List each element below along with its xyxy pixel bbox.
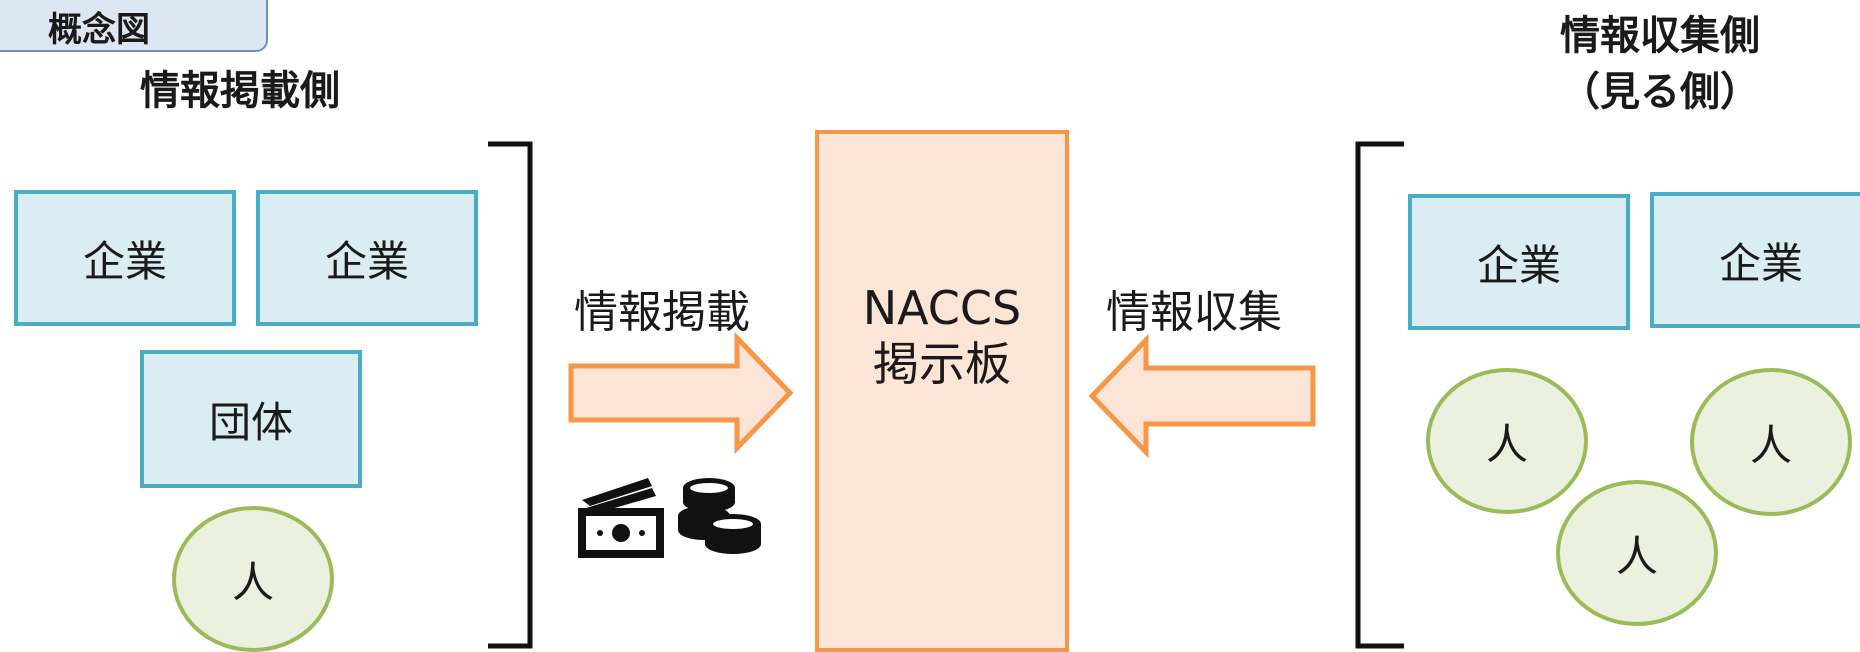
naccs-board-line2: 掲示板 — [873, 337, 1011, 391]
right-company-box-2: 企業 — [1650, 192, 1860, 328]
concept-tag — [0, 0, 268, 52]
collector-heading-line2: （見る側） — [1560, 69, 1760, 115]
left-group-box: 団体 — [140, 350, 362, 488]
right-person-circle-1: 人 — [1426, 368, 1588, 514]
post-arrow-label: 情報掲載 — [574, 287, 750, 338]
collector-heading-line1: 情報収集側 — [1560, 13, 1760, 59]
left-company-box-2: 企業 — [256, 190, 478, 326]
right-person-circle-3: 人 — [1556, 480, 1718, 626]
poster-side-heading: 情報掲載側 — [140, 68, 340, 114]
left-bracket — [488, 141, 533, 649]
banknote-icon — [578, 478, 664, 558]
post-arrow — [568, 331, 794, 455]
collect-arrow-label: 情報収集 — [1106, 287, 1282, 338]
right-company-box-1: 企業 — [1408, 194, 1630, 330]
collect-arrow — [1088, 333, 1316, 459]
naccs-board-line1: NACCS — [862, 281, 1022, 335]
right-person-circle-2: 人 — [1690, 368, 1852, 516]
naccs-board: NACCS 掲示板 — [815, 130, 1069, 652]
concept-tag-label: 概念図 — [48, 10, 150, 50]
left-person-circle: 人 — [172, 506, 334, 652]
collector-side-heading: 情報収集側 （見る側） — [1480, 8, 1840, 120]
coins-icon — [678, 478, 761, 554]
right-bracket — [1355, 141, 1404, 649]
left-company-box-1: 企業 — [14, 190, 236, 326]
